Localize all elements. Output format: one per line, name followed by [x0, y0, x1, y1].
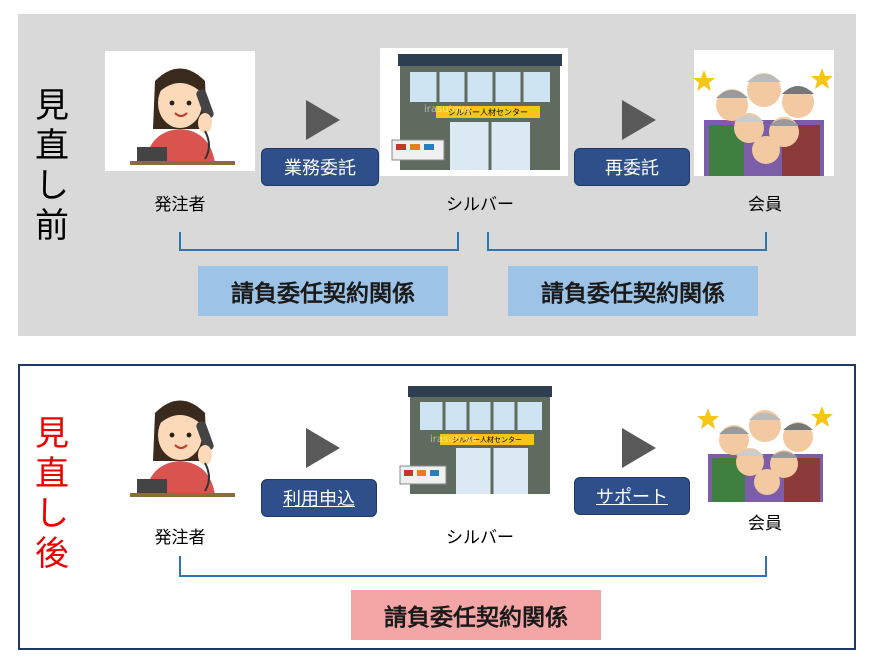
cheering-elderly-group-icon: [694, 68, 833, 176]
orderer-illustration: [105, 51, 255, 171]
bracket-left: [179, 232, 459, 251]
arrow-right-icon: [306, 428, 340, 468]
contract-label: 請負委任契約関係: [541, 281, 725, 307]
sign-text: シルバー人材センター: [448, 107, 528, 117]
woman-on-phone-icon: [130, 400, 235, 497]
contract-label: 請負委任契約関係: [231, 281, 415, 307]
watermark-text: irasutoya: [424, 104, 471, 115]
after-side-char: 後: [35, 534, 69, 574]
arrow-right-icon: [622, 428, 656, 468]
contract-box-left: 請負委任契約関係: [198, 266, 448, 316]
after-side-char: 直: [35, 454, 69, 494]
after-side-char: 見: [35, 414, 69, 454]
orderer-label: 発注者: [154, 195, 206, 215]
after-side-label: 見 直 し 後: [30, 414, 74, 574]
silver-center-illustration: シルバー人材センター irasutoya: [398, 380, 558, 498]
business-outsourcing-tag: 業務委託: [261, 148, 379, 186]
before-side-label: 見 直 し 前: [30, 86, 74, 246]
tag-label[interactable]: サポート: [596, 487, 668, 508]
silver-label: シルバー: [446, 195, 514, 215]
orderer-label: 発注者: [154, 528, 206, 548]
members-label: 会員: [748, 195, 782, 215]
silver-center-illustration: シルバー人材センター irasutoya: [380, 48, 568, 176]
contract-brackets: [179, 232, 767, 251]
members-illustration: [698, 392, 833, 502]
tag-label: 業務委託: [284, 158, 356, 179]
bracket-right: [487, 232, 767, 251]
re-outsourcing-tag: 再委託: [574, 148, 690, 186]
building-icon: シルバー人材センター irasutoya: [399, 386, 552, 494]
before-side-char: 前: [35, 206, 69, 246]
after-side-char: し: [35, 494, 69, 534]
watermark-text: irasutoya: [430, 434, 477, 445]
before-side-char: 直: [35, 126, 69, 166]
cheering-elderly-group-icon: [698, 406, 833, 502]
tag-label: 再委託: [605, 158, 659, 179]
sign-text: シルバー人材センター: [452, 435, 522, 444]
building-icon: シルバー人材センター irasutoya: [391, 54, 562, 170]
before-side-char: 見: [35, 86, 69, 126]
support-tag[interactable]: サポート: [574, 477, 690, 515]
contract-box-after: 請負委任契約関係: [351, 590, 601, 640]
contract-bracket: [179, 556, 767, 577]
arrow-right-icon: [306, 100, 340, 140]
arrow-right-icon: [622, 100, 656, 140]
orderer-illustration: [105, 383, 255, 503]
contract-box-right: 請負委任契約関係: [508, 266, 758, 316]
before-side-char: し: [35, 166, 69, 206]
bracket-full: [179, 556, 767, 577]
tag-label[interactable]: 利用申込: [283, 489, 355, 510]
silver-label: シルバー: [446, 528, 514, 548]
members-label: 会員: [748, 514, 782, 534]
woman-on-phone-icon: [130, 68, 235, 165]
usage-application-tag[interactable]: 利用申込: [261, 479, 377, 517]
members-illustration: [694, 50, 834, 176]
contract-label: 請負委任契約関係: [384, 605, 568, 631]
